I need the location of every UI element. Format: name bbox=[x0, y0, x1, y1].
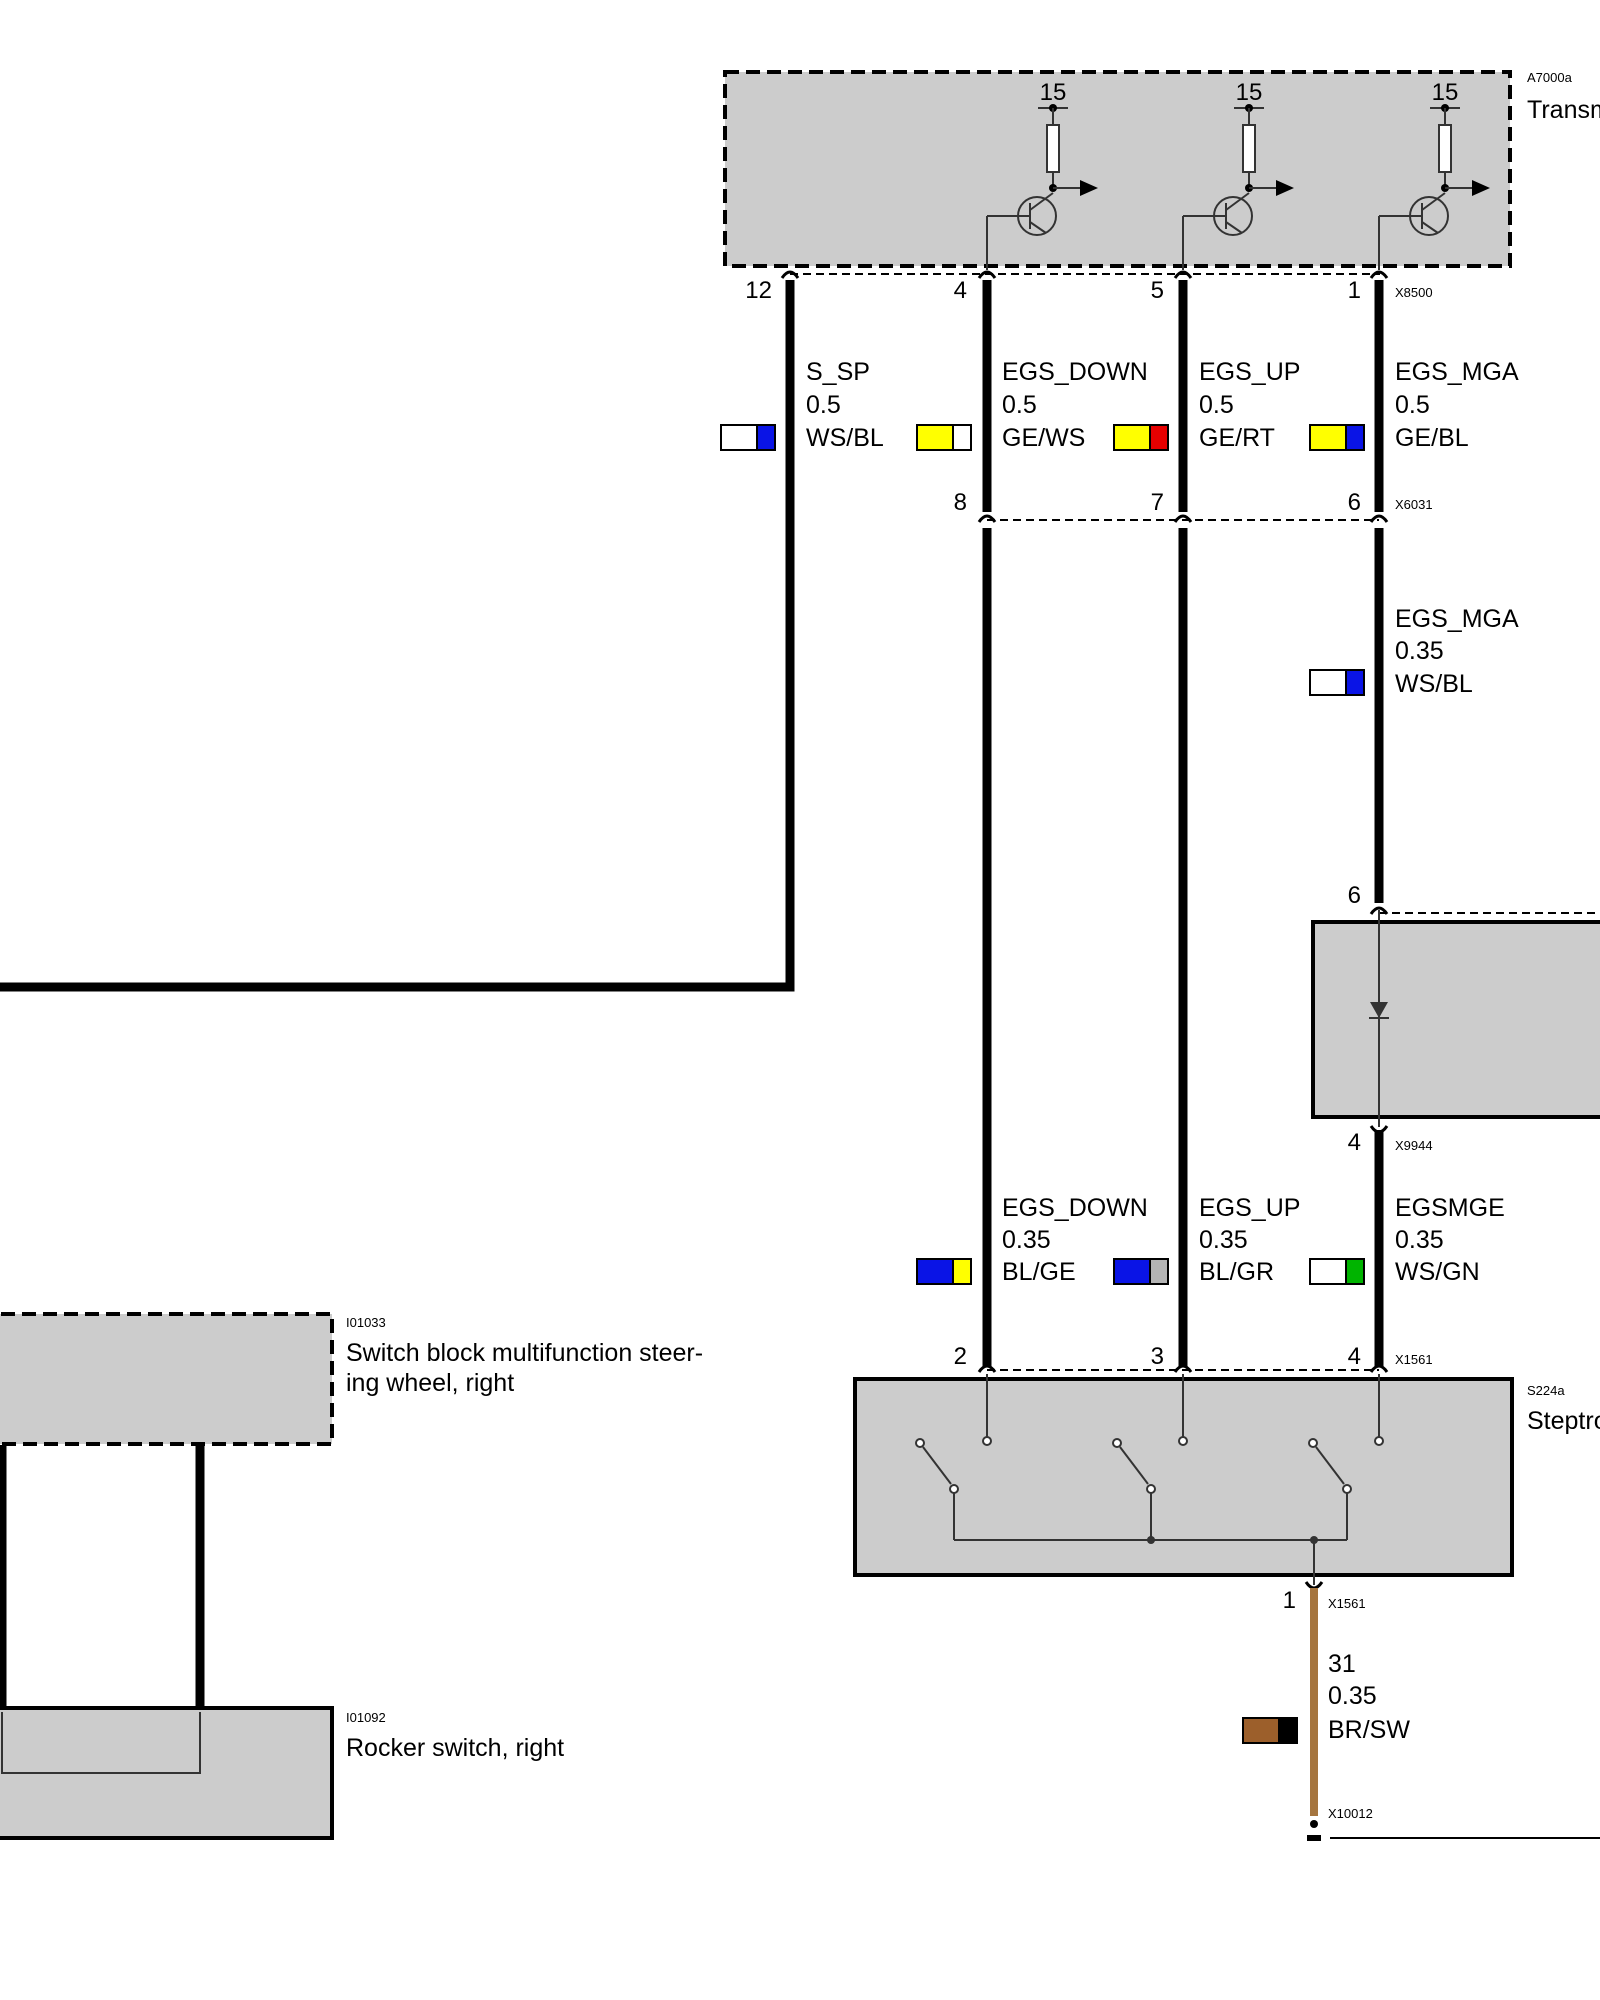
connector-x9944-label: X9944 bbox=[1395, 1138, 1433, 1153]
color-swatch-right bbox=[1149, 1258, 1169, 1285]
terminal-15-label: 15 bbox=[1432, 79, 1459, 106]
wire-color-code: GE/RT bbox=[1199, 424, 1275, 452]
pin-3: 3 bbox=[1151, 1343, 1164, 1370]
color-swatch-right bbox=[1345, 1258, 1365, 1285]
wire-color-code: BL/GE bbox=[1002, 1258, 1076, 1286]
wire-color-code: BL/GR bbox=[1199, 1258, 1274, 1286]
wire-color-code: BR/SW bbox=[1328, 1716, 1410, 1744]
output-stage-3: 15 bbox=[1378, 79, 1490, 270]
tcu-name: Transm bbox=[1527, 96, 1600, 124]
label-egs-mga-mid: EGS_MGA 0.35 WS/BL bbox=[1309, 605, 1519, 698]
wire-color-code: WS/BL bbox=[806, 424, 884, 452]
rocker-switch: I01092 Rocker switch, right bbox=[0, 1706, 564, 1840]
wire-size: 0.35 bbox=[1199, 1226, 1248, 1254]
wire-signal: EGS_UP bbox=[1199, 358, 1300, 386]
color-swatch-left bbox=[1113, 1258, 1151, 1285]
wire-signal: EGSMGE bbox=[1395, 1194, 1505, 1222]
label-egs-down-lower: EGS_DOWN 0.35 BL/GE bbox=[916, 1194, 1148, 1286]
wire-size: 0.35 bbox=[1328, 1682, 1377, 1710]
color-swatch-right bbox=[1345, 669, 1365, 696]
pin-2: 2 bbox=[954, 1343, 967, 1370]
label-egs-up-lower: EGS_UP 0.35 BL/GR bbox=[1113, 1194, 1300, 1286]
steptronic-name: Steptro bbox=[1527, 1407, 1600, 1435]
pin-4: 4 bbox=[954, 277, 967, 304]
label-s-sp: S_SP 0.5 WS/BL bbox=[720, 358, 884, 452]
pin-12: 12 bbox=[745, 277, 772, 304]
switch-block-multifunction: I01033 Switch block multifunction steer-… bbox=[0, 1312, 703, 1446]
color-swatch-right bbox=[756, 424, 776, 451]
label-egsmge: EGSMGE 0.35 WS/GN bbox=[1309, 1194, 1505, 1286]
wire-color-code: GE/BL bbox=[1395, 424, 1469, 452]
wire-color-code: WS/BL bbox=[1395, 670, 1473, 698]
label-egs-up-upper: EGS_UP 0.5 GE/RT bbox=[1113, 358, 1300, 452]
color-swatch-left bbox=[1309, 669, 1347, 696]
pin-4: 4 bbox=[1348, 1343, 1361, 1370]
pin-6: 6 bbox=[1348, 489, 1361, 516]
wire-size: 0.5 bbox=[1199, 391, 1234, 419]
pin-8: 8 bbox=[954, 489, 967, 516]
color-swatch-left bbox=[1309, 424, 1347, 451]
color-swatch-right bbox=[952, 1258, 972, 1285]
transmission-control-unit: A7000a Transm 15 15 bbox=[723, 70, 1600, 270]
switch-block-name-line2: ing wheel, right bbox=[346, 1369, 514, 1397]
rocker-name: Rocker switch, right bbox=[346, 1734, 564, 1762]
wire-signal: 31 bbox=[1328, 1650, 1356, 1678]
pin-7: 7 bbox=[1151, 489, 1164, 516]
color-swatch-left bbox=[1242, 1717, 1280, 1744]
rocker-id: I01092 bbox=[346, 1710, 386, 1725]
output-stage-1: 15 bbox=[986, 79, 1098, 270]
wire-signal: S_SP bbox=[806, 358, 870, 386]
tcu-id: A7000a bbox=[1527, 70, 1573, 85]
color-swatch-right bbox=[952, 424, 972, 451]
x8500-pin-caps bbox=[780, 270, 1389, 279]
color-swatch-left bbox=[916, 424, 954, 451]
wire-signal: EGS_DOWN bbox=[1002, 1194, 1148, 1222]
pin-6: 6 bbox=[1348, 882, 1361, 909]
connector-x10012-label: X10012 bbox=[1328, 1806, 1373, 1821]
wire-size: 0.35 bbox=[1002, 1226, 1051, 1254]
pin-1: 1 bbox=[1283, 1587, 1296, 1614]
color-swatch-left bbox=[1309, 1258, 1347, 1285]
wire-size: 0.35 bbox=[1395, 1226, 1444, 1254]
pin-4: 4 bbox=[1348, 1129, 1361, 1156]
wire-size: 0.5 bbox=[806, 391, 841, 419]
wire-signal: EGS_MGA bbox=[1395, 605, 1519, 633]
wire-size: 0.5 bbox=[1395, 391, 1430, 419]
steptronic-id: S224a bbox=[1527, 1383, 1565, 1398]
color-swatch-right bbox=[1345, 424, 1365, 451]
wire-size: 0.5 bbox=[1002, 391, 1037, 419]
switch-block-name-line1: Switch block multifunction steer- bbox=[346, 1339, 703, 1367]
wire-signal: EGS_MGA bbox=[1395, 358, 1519, 386]
ground-wire-31: 1 X1561 31 0.35 BR/SW X10012 bbox=[1242, 1587, 1600, 1841]
diode-module: 6 4 X9944 bbox=[1311, 882, 1600, 1156]
color-swatch-left bbox=[916, 1258, 954, 1285]
connector-x6031-label: X6031 bbox=[1395, 497, 1433, 512]
wire-color-code: WS/GN bbox=[1395, 1258, 1480, 1286]
connector-x1561-label: X1561 bbox=[1395, 1352, 1433, 1367]
switch-block-id: I01033 bbox=[346, 1315, 386, 1330]
output-stage-2: 15 bbox=[1182, 79, 1294, 270]
connector-x1561-label: X1561 bbox=[1328, 1596, 1366, 1611]
label-egs-down-upper: EGS_DOWN 0.5 GE/WS bbox=[916, 358, 1148, 452]
inline-connector-x6031: X6031 8 7 6 bbox=[954, 489, 1433, 523]
wire-signal: EGS_DOWN bbox=[1002, 358, 1148, 386]
pin-5: 5 bbox=[1151, 277, 1164, 304]
steptronic-switch: 2 3 4 X1561 S224a Steptro bbox=[853, 1343, 1600, 1590]
connector-x8500-label: X8500 bbox=[1395, 285, 1433, 300]
color-swatch-right bbox=[1149, 424, 1169, 451]
pin-1: 1 bbox=[1348, 277, 1361, 304]
color-swatch-left bbox=[1113, 424, 1151, 451]
terminal-15-label: 15 bbox=[1040, 79, 1067, 106]
terminal-15-label: 15 bbox=[1236, 79, 1263, 106]
label-egs-mga-upper: EGS_MGA 0.5 GE/BL bbox=[1309, 358, 1519, 452]
wire-size: 0.35 bbox=[1395, 637, 1444, 665]
wire-signal: EGS_UP bbox=[1199, 1194, 1300, 1222]
color-swatch-right bbox=[1278, 1717, 1298, 1744]
wire-s-sp bbox=[0, 280, 795, 992]
wire-color-code: GE/WS bbox=[1002, 424, 1085, 452]
color-swatch-left bbox=[720, 424, 758, 451]
